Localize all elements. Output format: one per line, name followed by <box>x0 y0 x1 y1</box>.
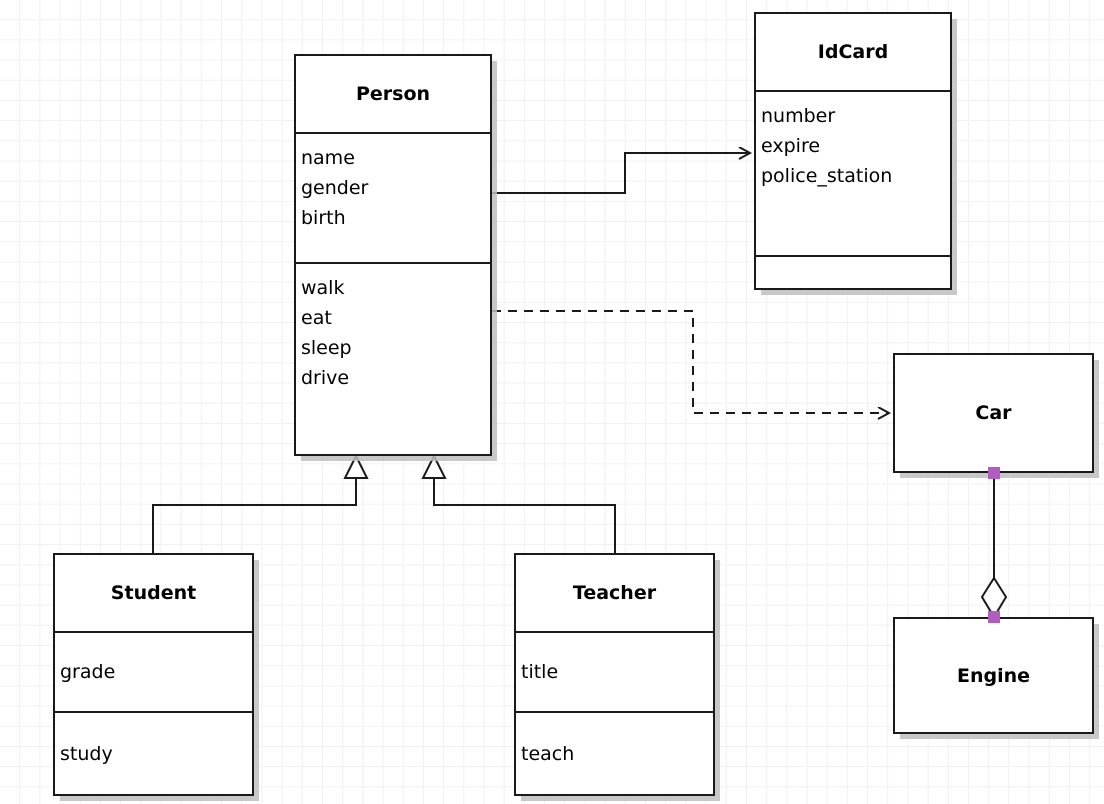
class-box-teacher[interactable]: Teacher title teach <box>514 553 715 796</box>
idcard-attributes-compartment: number expire police_station <box>756 90 950 255</box>
edge-car-engine[interactable] <box>980 473 1008 619</box>
class-name-engine: Engine <box>956 664 1031 687</box>
edge-person-car[interactable] <box>492 310 889 413</box>
class-name-teacher: Teacher <box>572 582 657 604</box>
link-handle-car[interactable] <box>988 467 1000 479</box>
class-box-car[interactable]: Car <box>893 353 1094 473</box>
attribute-item: gender <box>301 177 369 199</box>
student-methods-compartment: study <box>55 711 252 794</box>
method-item: sleep <box>301 337 352 359</box>
attribute-item: grade <box>60 661 116 683</box>
class-box-student[interactable]: Student grade study <box>53 553 254 796</box>
attribute-item: title <box>521 661 559 683</box>
class-box-idcard[interactable]: IdCard number expire police_station <box>754 12 952 290</box>
method-item: teach <box>521 742 575 765</box>
person-methods-compartment: walk eat sleep drive <box>296 262 490 454</box>
attribute-item: name <box>301 147 355 169</box>
engine-title-compartment: Engine <box>895 619 1092 732</box>
idcard-methods-compartment <box>756 255 950 288</box>
method-item: walk <box>301 277 345 299</box>
class-name-student: Student <box>110 582 197 604</box>
class-name-car: Car <box>975 402 1012 424</box>
teacher-attributes-compartment: title <box>516 631 713 711</box>
person-attributes-compartment: name gender birth <box>296 132 490 262</box>
person-title-compartment: Person <box>296 56 490 132</box>
attribute-item: police_station <box>761 165 893 187</box>
method-item: drive <box>301 367 350 389</box>
teacher-title-compartment: Teacher <box>516 555 713 631</box>
edge-teacher-person[interactable] <box>421 453 616 553</box>
class-box-engine[interactable]: Engine <box>893 617 1094 734</box>
class-name-person: Person <box>355 83 431 105</box>
attribute-item: birth <box>301 207 346 229</box>
class-box-person[interactable]: Person name gender birth walk eat sleep … <box>294 54 492 456</box>
idcard-title-compartment: IdCard <box>756 14 950 90</box>
method-item: eat <box>301 307 332 329</box>
link-handle-engine[interactable] <box>988 611 1000 623</box>
car-title-compartment: Car <box>895 355 1092 471</box>
teacher-methods-compartment: teach <box>516 711 713 794</box>
class-name-idcard: IdCard <box>817 41 889 63</box>
edge-person-idcard[interactable] <box>492 153 750 194</box>
attribute-item: expire <box>761 135 821 157</box>
student-attributes-compartment: grade <box>55 631 252 711</box>
attribute-item: number <box>761 105 836 127</box>
student-title-compartment: Student <box>55 555 252 631</box>
edge-student-person[interactable] <box>152 453 369 553</box>
method-item: study <box>60 742 113 765</box>
